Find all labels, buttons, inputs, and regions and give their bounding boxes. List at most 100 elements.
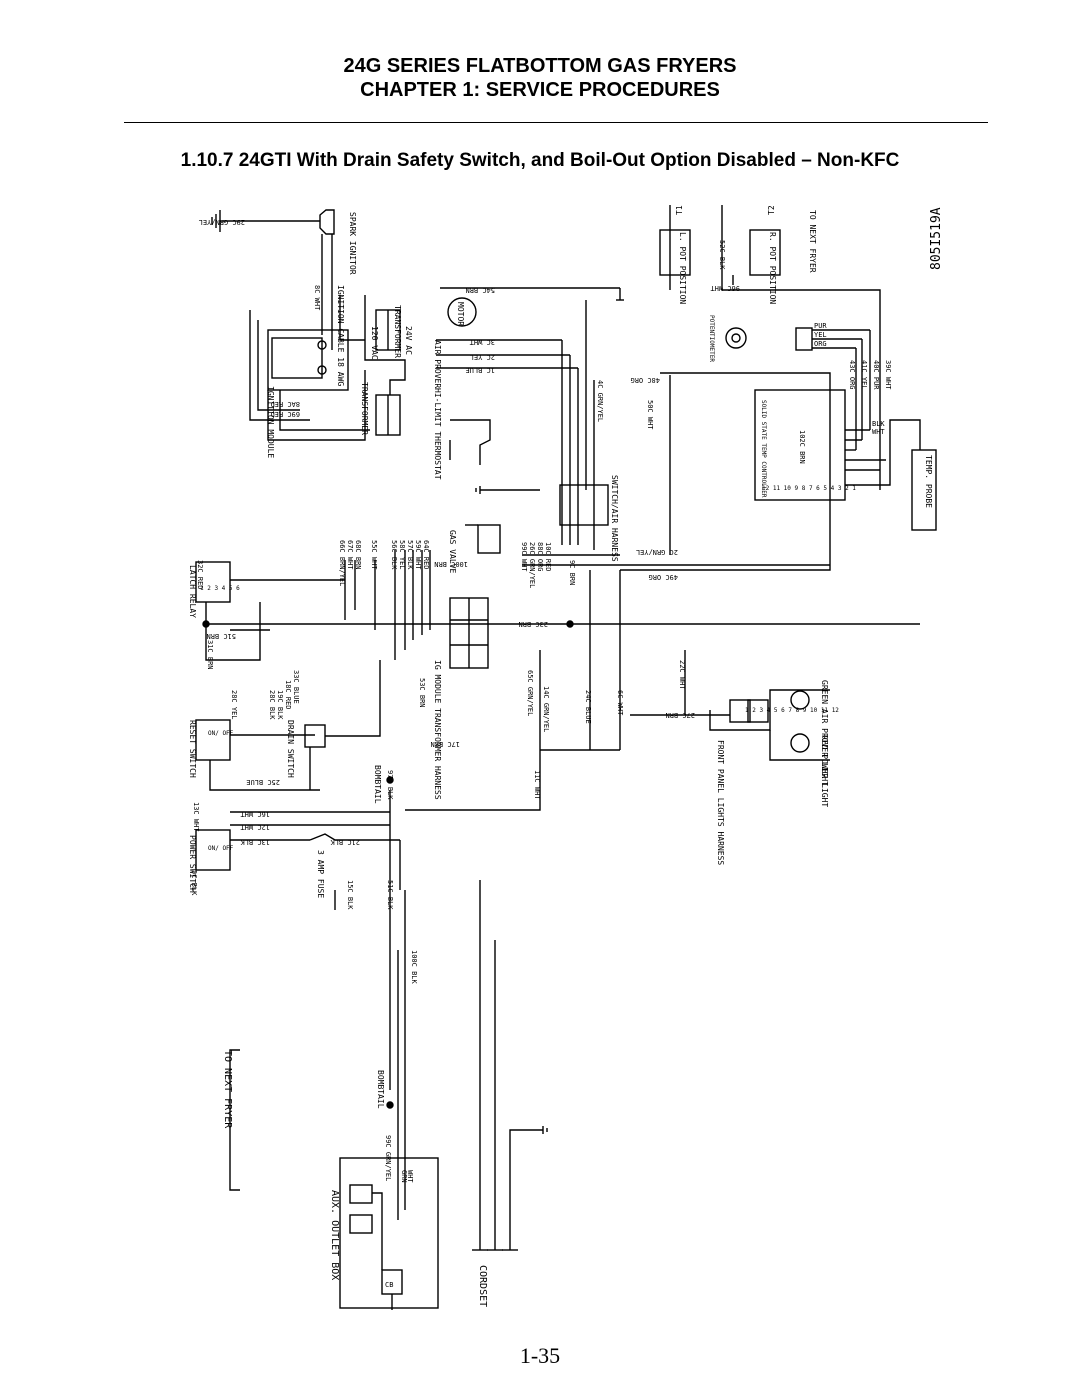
wire-label: 6C WHT [616,690,624,716]
wire-label: 49C ORG [648,573,678,581]
wire-label: 8C WHT [313,285,321,311]
wire-label: 21C BLK [330,838,360,846]
temp-probe-label: TEMP. PROBE [924,455,933,508]
wire-label: 8AC RED [270,400,300,408]
wire-label: 33C BLUE [292,670,300,704]
wire-label: 27C BRN [665,711,695,719]
controller-label: SOLID STATE TEMP CONTROLLER [760,400,767,498]
wire-label: 10C RED [544,542,552,572]
cb-label: CB [385,1281,393,1289]
wire-label: 4C GRN/YEL [596,380,604,422]
wire-label: 31C BRN [206,640,214,670]
latch-relay-label: LATCH RELAY [188,565,197,618]
wire-label: 96C WHT [710,284,740,292]
wire-label: 53C BRN [418,678,426,708]
page-number: 1-35 [519,1343,561,1368]
controller-pins: 12 11 10 9 8 7 6 5 4 3 2 1 [762,485,856,492]
wire-label: PUR [814,322,827,330]
transformer-bottom-label: TRANSFORMER [360,382,369,435]
wire-label: 23C BRN [518,620,548,628]
to-next-fryer-left: TO NEXT FRYER [222,1050,233,1129]
wire-label: 1C BLUE [465,366,495,374]
section-title: 1.10.7 24GTI With Drain Safety Switch, a… [180,150,900,171]
wire-label: 39C WHT [884,360,892,390]
wire-label: 55C WHT [370,540,378,570]
wire-label: 51C BLK [386,880,394,910]
wire-label: 5C BLK [190,870,198,896]
wire-label: 11C WHT [533,770,541,800]
wire-label: 26C GRN/YEL [528,542,536,588]
vac-24-label: 24V AC [404,326,413,355]
bombtail-top-label: BOMBTAIL [373,765,382,804]
green-light-label: GREEN AIR PROVER LIGHT [820,680,829,786]
bombtail-bottom-label: BOMBTAIL [376,1070,385,1109]
wire-label: 97C BLK [386,770,394,800]
wire-label: 43C ORG [848,360,856,390]
chapter-title: CHAPTER 1: SERVICE PROCEDURES [360,79,720,101]
wire-label: 68C BRN [354,540,362,570]
transformer-top-label: TRANSFORMER [393,305,402,358]
wire-label: 59C WHT [414,540,422,570]
switch-air-harness-label: SWITCH/AIR HARNESS [610,475,619,562]
wire-label: 40C PUR [872,360,880,390]
vac-120-label: 120 VAC [370,326,379,360]
wiring-diagram: 805I519A SPARK IGNITOR IGNITION CABLE 18… [188,205,944,1310]
red-light-label: RED POWER LIGHT [820,735,829,807]
aux-outlet-box-label: AUX. OUTLET BOX [329,1190,340,1280]
wire-label: 69C RED [270,410,300,418]
wire-label: 32C RED [196,560,204,590]
wire-label: 16C WHT [240,810,270,818]
reset-switch-label: RESET SWITCH [188,720,197,778]
wire-label: ORG [814,340,827,348]
t2-label: T2 [767,205,776,215]
wire-label: WHT [406,1170,414,1183]
wire-label: 25C BLUE [246,778,280,786]
ignition-module-label: IGNITION MODULE [266,386,275,458]
wire-label: 51C BRN [206,632,236,640]
wire-label: 54C BRN [465,286,495,294]
wire-label: 64C RED [422,540,430,570]
wire-label: GRN [400,1170,408,1183]
wire-label: 52C BLK [718,240,726,270]
amp-fuse-label: 3 AMP FUSE [316,850,325,898]
wire-label: 67C WHT [346,540,354,570]
air-prover-label: AIR PROVER [433,340,442,388]
to-next-fryer-right: TO NEXT FRYER [808,210,817,273]
wire-label: 99C GRN/YEL [384,1135,392,1181]
l-pot-label: L. POT POSITION [678,232,687,304]
spark-ignitor-label: SPARK IGNITOR [348,212,357,275]
wire-label: 2C YEL [470,353,495,361]
wire-label: 19C BLK [276,690,284,720]
wire-label: 12C WHT [240,823,270,831]
wire-label: 3C WHT [469,338,495,346]
reset-on-off-label: ON/ OFF [208,730,234,737]
wire-label: 57C BLK [406,540,414,570]
wire-label: 13C BLK [240,838,270,846]
potentiometer-label: POTENTIOMETER [708,315,715,362]
wire-label: 24C BLUE [584,690,592,724]
wire-label: 41C YEL [860,360,868,390]
wire-label: 15C BLK [346,880,354,910]
relay-pins: 1 2 3 4 5 6 [200,585,240,592]
wire-label: 50C WHT [646,400,654,430]
wire-label: 48C ORG [630,376,660,384]
wire-label: 100C BRN [434,560,468,568]
wire-label: 56C BLK [390,540,398,570]
ignition-cable-label: IGNITION CABLE 18 AWG [336,285,345,386]
wire-label: 17C BRN [430,740,460,748]
wire-label: 18C RED [284,680,292,710]
cordset-label: CORDSET [477,1265,488,1307]
wire-label: 58C YEL [398,540,406,570]
harness-pins: 1 2 3 4 5 6 7 8 9 10 11 12 [745,707,839,714]
wire-label: 2C GRN/YEL [636,548,678,556]
motor-label: MOTOR [456,302,465,326]
drain-switch-label: DRAIN SWITCH [286,720,295,778]
wire-label: 88C ORG [536,542,544,572]
drawing-number: 805I519A [929,207,944,270]
power-switch-label: POWER SWITCH [188,835,197,893]
header-rule [124,122,988,123]
ig-module-harness-label: IG MODULE TRANSFORMER HARNESS [433,660,442,800]
wire-label: YEL [814,331,827,339]
wire-label: 100C BLK [410,950,418,985]
